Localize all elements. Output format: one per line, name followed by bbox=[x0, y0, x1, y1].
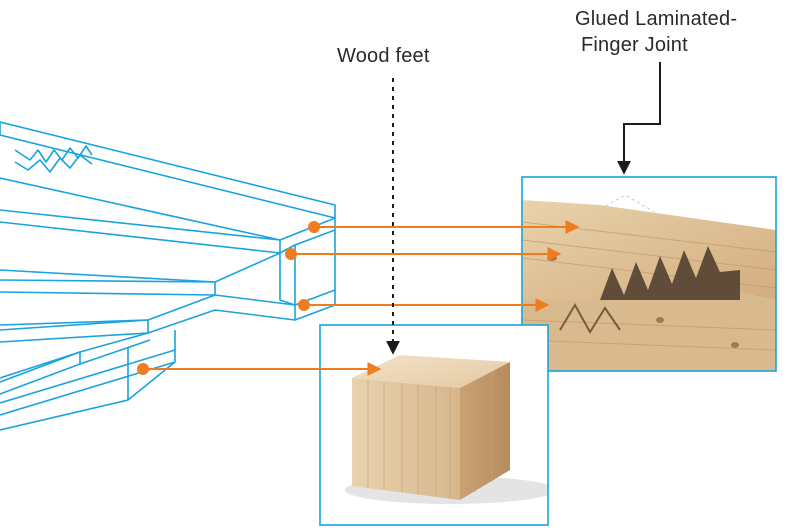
middle-block bbox=[0, 330, 176, 431]
block-side-face bbox=[460, 362, 510, 500]
glued-joint-pointer bbox=[617, 62, 661, 175]
deck-board-3 bbox=[0, 279, 216, 326]
wood-block-frame bbox=[319, 324, 549, 526]
pallet-drawing bbox=[0, 121, 336, 431]
dot-stringer bbox=[298, 299, 310, 311]
deck-board-2 bbox=[0, 209, 281, 283]
wood-block-photo bbox=[319, 324, 549, 526]
block-front-face bbox=[352, 378, 460, 500]
stringer-board bbox=[0, 289, 336, 416]
block-top-face bbox=[352, 355, 510, 388]
zigzag-detail bbox=[14, 145, 93, 163]
dot-top-board bbox=[308, 221, 320, 233]
glued-joint-label: Glued Laminated- Finger Joint bbox=[575, 6, 737, 58]
finger-joint-frame bbox=[521, 176, 777, 372]
glued-joint-label-line1: Glued Laminated- bbox=[575, 8, 738, 30]
finger-joint-photo bbox=[521, 176, 777, 372]
deck-board-1 bbox=[0, 121, 336, 241]
wood-feet-label: Wood feet bbox=[337, 45, 430, 67]
deck-board-4 bbox=[0, 319, 149, 395]
dot-mid-board bbox=[285, 248, 297, 260]
dot-block bbox=[137, 363, 149, 375]
orange-dots bbox=[137, 221, 320, 375]
glued-joint-label-line2: Finger Joint bbox=[581, 34, 688, 56]
orange-callouts bbox=[143, 220, 580, 376]
finger-teeth bbox=[600, 246, 740, 300]
front-block bbox=[279, 218, 336, 306]
